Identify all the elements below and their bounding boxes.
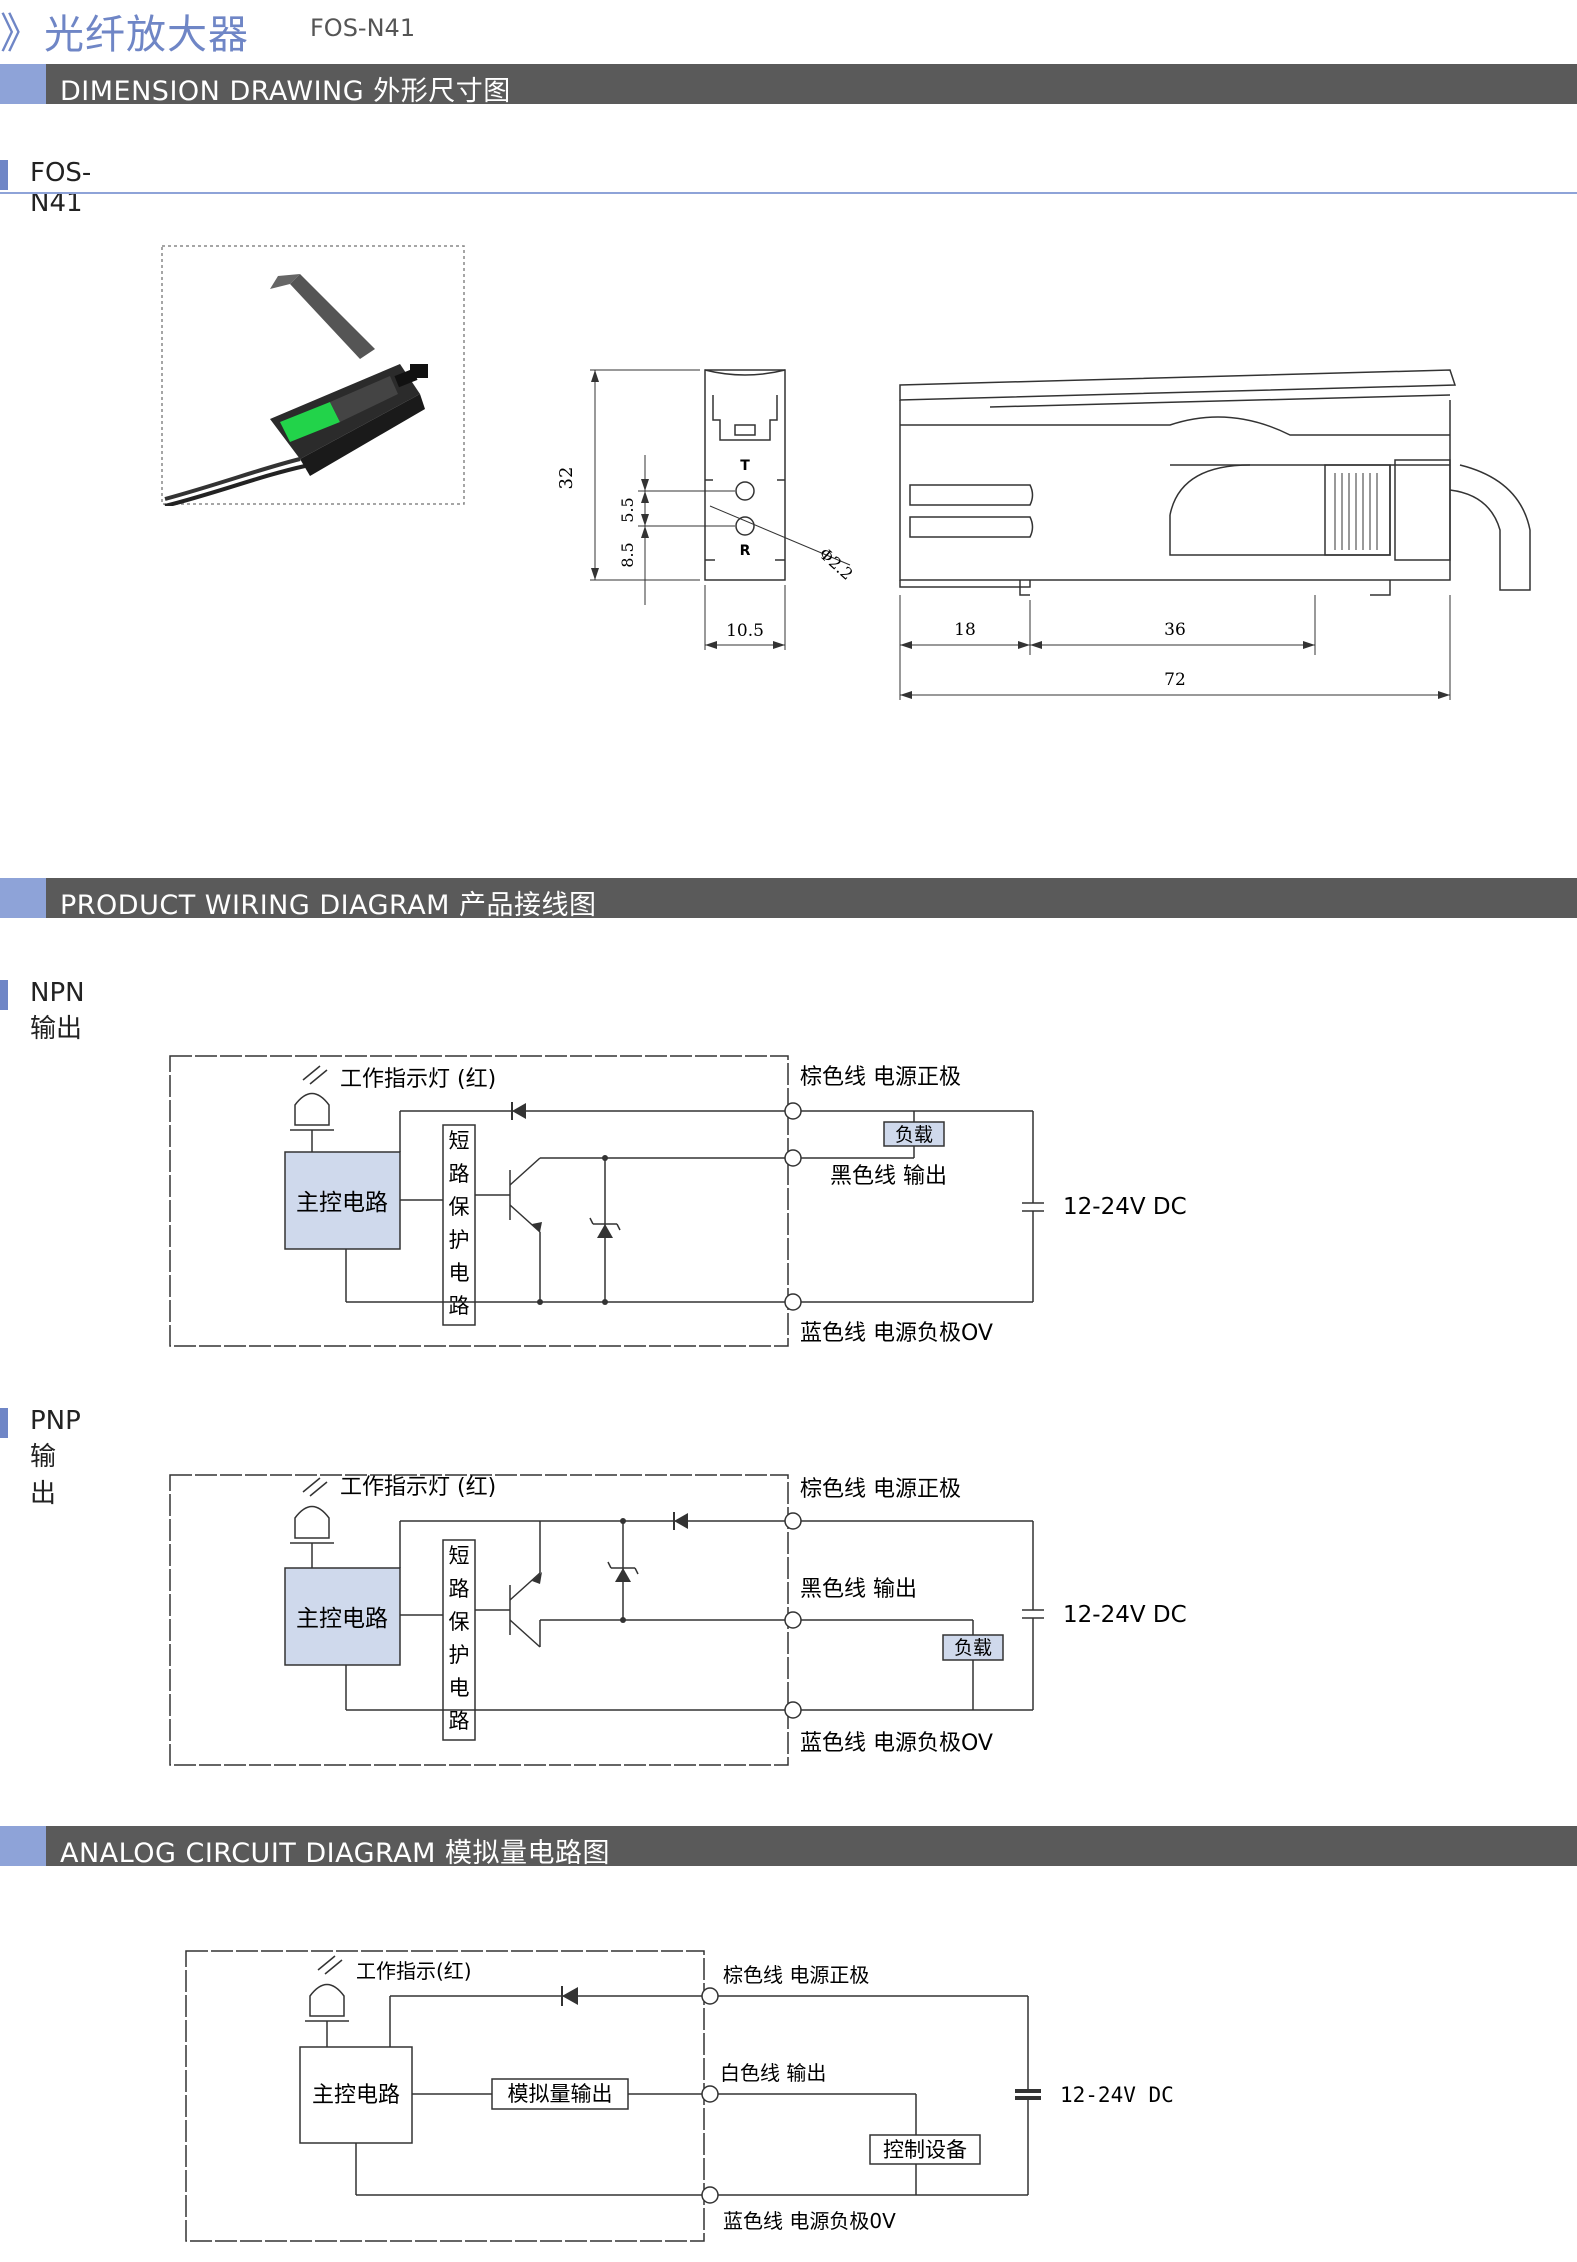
pnp-main-block [284, 1567, 401, 1666]
front-view-drawing: 32 5.5 8.5 10.5 T R Φ2.2 [556, 369, 857, 650]
dim-36: 36 [1164, 620, 1186, 640]
analog-circuit-diagram: 主控电路 模拟量输出 控制设备 工作指示(红) 棕色线 电源正极 白色线 输出 … [185, 1950, 1174, 2242]
pnp-terminal-black [784, 1611, 802, 1629]
analog-diode-icon [562, 1987, 578, 2005]
pnp-terminal-blue [784, 1701, 802, 1719]
npn-protect-char: 路 [449, 1294, 470, 1318]
pnp-lamp-icon [290, 1477, 334, 1544]
npn-supply-label: 12-24V DC [1063, 1194, 1187, 1220]
page-title: 光纤放大器 [44, 12, 249, 58]
npn-load-block [883, 1121, 945, 1147]
label-r: R [740, 543, 751, 559]
npn-protect-char: 短 [449, 1129, 470, 1153]
label-t: T [740, 458, 750, 474]
pnp-blue-label: 蓝色线 电源负极OV [800, 1731, 993, 1756]
subhead-pnp-text: PNP输出 [30, 1406, 81, 1509]
npn-terminal-blue [784, 1293, 802, 1311]
analog-main-label: 主控电路 [312, 2083, 400, 2108]
npn-terminal-brown [784, 1102, 802, 1120]
npn-load-label: 负载 [895, 1124, 933, 1146]
pnp-protect-char: 护 [449, 1643, 470, 1667]
section-title-analog: ANALOG CIRCUIT DIAGRAM 模拟量电路图 [60, 1838, 611, 1869]
pnp-protect-char: 电 [449, 1676, 470, 1700]
section-bar-dimension: DIMENSION DRAWING 外形尺寸图 [0, 64, 1577, 107]
dim-8-5: 8.5 [618, 542, 637, 567]
npn-indicator-label: 工作指示灯 (红) [340, 1067, 496, 1092]
analog-terminal-white [701, 2085, 719, 2103]
pnp-load-label: 负载 [954, 1637, 992, 1659]
subhead-model-text: FOS-N41 [30, 158, 92, 218]
pnp-terminal-brown [784, 1512, 802, 1530]
subhead-marker [0, 980, 8, 1010]
analog-device-label: 控制设备 [883, 2138, 967, 2162]
pnp-brown-label: 棕色线 电源正极 [800, 1477, 961, 1502]
section-bar-wiring: PRODUCT WIRING DIAGRAM 产品接线图 [0, 878, 1577, 921]
section-title-dimension: DIMENSION DRAWING 外形尺寸图 [60, 76, 511, 107]
pnp-protect-char: 路 [449, 1709, 470, 1733]
pnp-protect-char: 短 [449, 1544, 470, 1568]
npn-protect-block [442, 1124, 476, 1326]
dim-hole: Φ2.2 [815, 544, 856, 584]
section-title-wiring: PRODUCT WIRING DIAGRAM 产品接线图 [60, 890, 597, 921]
pnp-indicator-label: 工作指示灯 (红) [340, 1475, 496, 1500]
npn-protect-char: 路 [449, 1162, 470, 1186]
analog-lamp-icon [305, 1955, 349, 2022]
pnp-protect-char: 路 [449, 1577, 470, 1601]
dim-18: 18 [954, 620, 976, 640]
npn-black-label: 黑色线 输出 [830, 1164, 947, 1189]
title-arrow: 》 [0, 9, 43, 58]
analog-blue-label: 蓝色线 电源负极0V [723, 2209, 896, 2233]
product-photo [161, 245, 465, 506]
title-row: 》 光纤放大器 FOS-N41 [0, 0, 1577, 60]
npn-protect-char: 电 [449, 1261, 470, 1285]
pnp-load-block [942, 1634, 1004, 1661]
subhead-underline [0, 192, 1577, 194]
section-accent [0, 878, 46, 918]
npn-protect-char: 护 [449, 1228, 470, 1252]
analog-terminal-brown [701, 1987, 719, 2005]
pnp-protect-block [442, 1539, 476, 1741]
dim-72: 72 [1164, 670, 1186, 690]
section-bar-analog: ANALOG CIRCUIT DIAGRAM 模拟量电路图 [0, 1826, 1577, 1869]
analog-brown-label: 棕色线 电源正极 [723, 1963, 869, 1987]
npn-boundary [169, 1055, 789, 1347]
analog-device-block [869, 2134, 981, 2165]
npn-brown-label: 棕色线 电源正极 [800, 1065, 961, 1090]
analog-supply-label: 12-24V DC [1060, 2083, 1174, 2107]
pnp-wiring-diagram: 主控电路 短 路 保 护 电 路 [169, 1474, 1187, 1766]
npn-main-block [284, 1151, 401, 1250]
npn-diode-icon [512, 1103, 526, 1119]
subhead-marker [0, 1408, 8, 1438]
dim-width: 10.5 [726, 621, 764, 641]
npn-protect-char: 保 [449, 1195, 470, 1219]
pnp-diode-icon [674, 1513, 688, 1529]
analog-white-label: 白色线 输出 [720, 2061, 826, 2085]
analog-terminal-blue [701, 2186, 719, 2204]
analog-output-label: 模拟量输出 [508, 2082, 613, 2106]
subhead-npn-text: NPN输出 [30, 978, 85, 1044]
npn-main-label: 主控电路 [296, 1190, 388, 1216]
pnp-main-label: 主控电路 [296, 1606, 388, 1632]
analog-main-block [299, 2046, 413, 2144]
dim-5-5: 5.5 [618, 497, 637, 522]
section-accent [0, 64, 46, 104]
analog-indicator-label: 工作指示(红) [356, 1959, 472, 1983]
npn-blue-label: 蓝色线 电源负极OV [800, 1321, 993, 1346]
side-view-drawing: 18 36 72 [899, 369, 1531, 700]
dim-height: 32 [556, 467, 577, 490]
analog-output-block [491, 2078, 629, 2110]
npn-terminal-black [784, 1149, 802, 1167]
subhead-marker [0, 160, 8, 190]
npn-wiring-diagram: 主控电路 短 路 保 护 电 路 [169, 1055, 1187, 1347]
pnp-black-label: 黑色线 输出 [800, 1577, 917, 1602]
pnp-protect-char: 保 [449, 1610, 470, 1634]
npn-lamp-icon [290, 1065, 334, 1131]
model-number: FOS-N41 [310, 14, 416, 42]
pnp-supply-label: 12-24V DC [1063, 1602, 1187, 1628]
section-accent [0, 1826, 46, 1866]
